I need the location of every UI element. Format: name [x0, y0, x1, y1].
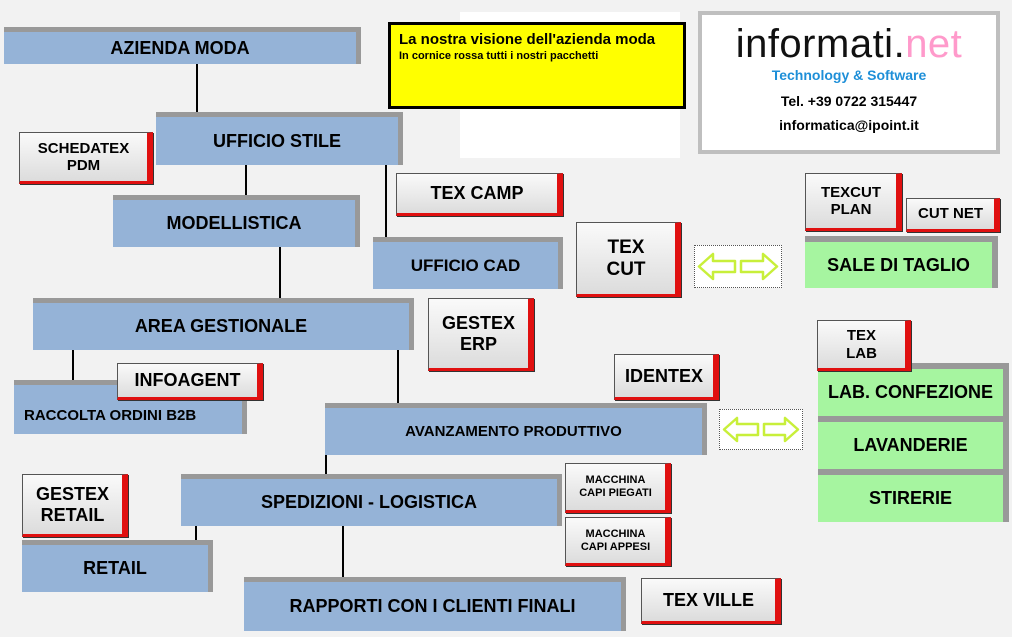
area-lab-confezione[interactable]: LAB. CONFEZIONE [818, 363, 1009, 416]
dept-modellistica[interactable]: MODELLISTICA [113, 195, 360, 247]
company-email[interactable]: informatica@ipoint.it [779, 117, 919, 133]
company-logo: informati.net [702, 21, 996, 67]
dept-label: RAPPORTI CON I CLIENTI FINALI [289, 596, 576, 616]
dept-label: UFFICIO CAD [410, 255, 521, 275]
product-infoagent[interactable]: INFOAGENT [117, 363, 263, 400]
dept-label: AVANZAMENTO PRODUTTIVO [405, 423, 622, 440]
area-label: STIRERIE [868, 488, 952, 508]
dept-label: RETAIL [83, 558, 147, 578]
connector-line [195, 525, 197, 542]
dept-avanzamento-produttivo[interactable]: AVANZAMENTO PRODUTTIVO [325, 403, 707, 455]
connector-line [385, 165, 387, 243]
double-arrow-icon [694, 245, 782, 288]
dept-label: AREA GESTIONALE [134, 316, 308, 336]
connector-line [325, 455, 327, 477]
note-title: La nostra visione dell'azienda moda [399, 31, 656, 48]
company-phone: Tel. +39 0722 315447 [780, 93, 918, 109]
product-schedatex-pdm[interactable]: SCHEDATEX PDM [19, 132, 153, 184]
note-subtitle: In cornice rossa tutti i nostri pacchett… [399, 50, 599, 62]
company-logo-card: informati.net Technology & Software Tel.… [698, 11, 1000, 154]
dept-ufficio-cad[interactable]: UFFICIO CAD [373, 237, 563, 289]
connector-line [196, 62, 198, 114]
connector-line [397, 350, 399, 404]
dept-label: UFFICIO STILE [213, 130, 341, 151]
connector-line [72, 350, 74, 382]
dept-label: SPEDIZIONI - LOGISTICA [260, 492, 477, 512]
brand-main: informati. [735, 22, 906, 66]
dept-label: RACCOLTA ORDINI B2B [24, 407, 197, 424]
dept-ufficio-stile[interactable]: UFFICIO STILE [156, 112, 403, 165]
double-arrow-icon [719, 409, 803, 450]
product-gestex-erp[interactable]: GESTEX ERP [428, 298, 534, 371]
product-macchina-capi-appesi[interactable]: MACCHINA CAPI APPESI [565, 517, 671, 566]
dept-rapporti-clienti[interactable]: RAPPORTI CON I CLIENTI FINALI [244, 577, 626, 631]
connector-line [245, 165, 247, 197]
connector-line [279, 247, 281, 299]
dept-area-gestionale[interactable]: AREA GESTIONALE [33, 298, 414, 350]
product-tex-ville[interactable]: TEX VILLE [641, 578, 781, 624]
area-lavanderie[interactable]: LAVANDERIE [818, 416, 1009, 469]
dept-label: AZIENDA MODA [110, 37, 250, 58]
product-identex[interactable]: IDENTEX [614, 354, 719, 400]
product-gestex-retail[interactable]: GESTEX RETAIL [22, 474, 128, 537]
vision-note: La nostra visione dell'azienda moda In c… [388, 22, 686, 109]
product-cut-net[interactable]: CUT NET [906, 198, 1000, 232]
brand-suffix: net [905, 22, 963, 66]
product-tex-lab[interactable]: TEX LAB [817, 320, 911, 371]
company-tagline: Technology & Software [771, 67, 927, 83]
area-label: SALE DI TAGLIO [827, 254, 970, 275]
product-macchina-capi-piegati[interactable]: MACCHINA CAPI PIEGATI [565, 463, 671, 513]
area-label: LAB. CONFEZIONE [828, 382, 993, 402]
dept-retail[interactable]: RETAIL [22, 540, 213, 592]
dept-label: MODELLISTICA [166, 213, 302, 233]
area-label: LAVANDERIE [853, 435, 968, 455]
dept-spedizioni-logistica[interactable]: SPEDIZIONI - LOGISTICA [181, 474, 562, 526]
product-texcut-plan[interactable]: TEXCUT PLAN [805, 173, 902, 231]
connector-line [342, 525, 344, 578]
area-stirerie[interactable]: STIRERIE [818, 469, 1009, 522]
dept-azienda-moda[interactable]: AZIENDA MODA [4, 27, 361, 64]
product-tex-cut[interactable]: TEX CUT [576, 222, 681, 297]
product-tex-camp[interactable]: TEX CAMP [396, 173, 563, 216]
area-sale-di-taglio[interactable]: SALE DI TAGLIO [805, 236, 998, 288]
